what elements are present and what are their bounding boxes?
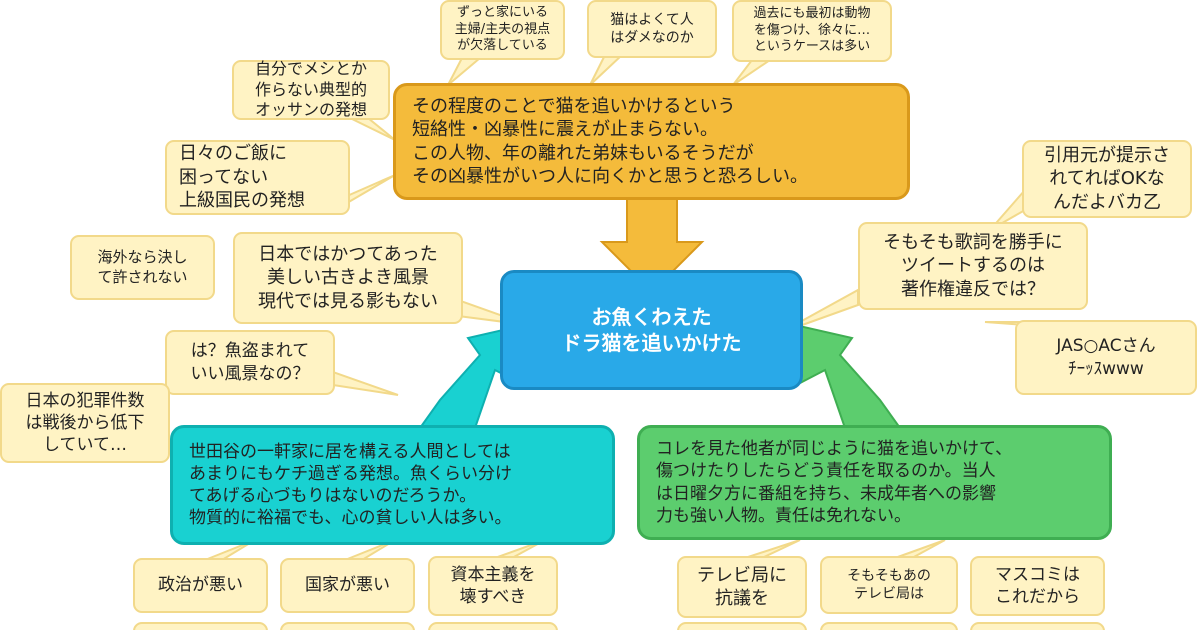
bubble-copyright: そもそも歌詞を勝手に ツイートするのは 著作権違反では？	[858, 222, 1088, 310]
bubble-overseas: 海外なら決し て許されない	[70, 235, 215, 300]
tail-b8	[332, 370, 399, 396]
bubble-citation-ok: 引用元が提示さ れてればOKな んだよバカ乙	[1022, 140, 1192, 218]
green-criticism-box: コレを見た他者が同じように猫を追いかけて、 傷つけたりしたらどう責任を取るのか。…	[637, 425, 1112, 540]
arrow-green-to-center	[793, 323, 902, 429]
bubble-nation-bad: 国家が悪い	[280, 558, 415, 613]
bubble-animal-cases: 過去にも最初は動物 を傷つけ、徐々に… というケースは多い	[732, 0, 892, 62]
bubble-politics-bad: 政治が悪い	[133, 558, 268, 613]
bubble-old-scenery: 日本ではかつてあった 美しい古きよき風景 現代では見る影もない	[233, 232, 463, 324]
tail-b3	[732, 59, 774, 86]
arrow-orange-to-center	[599, 194, 705, 294]
bubble-capitalism: 資本主義を 壊すべき	[428, 556, 558, 616]
bubble-cat-vs-human: 猫はよくて人 はダメなのか	[587, 0, 717, 58]
bubble-fish-stolen: は？魚盗まれて いい風景なの？	[165, 330, 335, 395]
cyan-criticism-box: 世田谷の一軒家に居を構える人間としては あまりにもケチ過ぎる発想。魚くらい分け …	[170, 425, 615, 545]
center-node: お魚くわえた ドラ猫を追いかけた	[500, 270, 803, 390]
bubble-housewife-perspective: ずっと家にいる 主婦/主夫の視点 が欠落している	[440, 0, 565, 60]
bubble-old-man-idea: 自分でメシとか 作らない典型的 オッサンの発想	[232, 59, 390, 120]
bubble-crime-stats: 日本の犯罪件数 は戦後から低下 していて…	[0, 383, 170, 463]
bubble-that-tv-station: そもそもあの テレビ局は	[820, 556, 958, 614]
bubble-cutoff	[133, 622, 268, 630]
bubble-cutoff	[820, 622, 958, 630]
bubble-cutoff	[428, 622, 558, 630]
bubble-upper-class-idea: 日々のご飯に 困ってない 上級国民の発想	[165, 140, 350, 215]
tail-b1	[447, 57, 483, 86]
bubble-cutoff	[677, 622, 807, 630]
tail-b4	[349, 117, 396, 141]
bubble-protest-tv: テレビ局に 抗議を	[677, 556, 807, 618]
bubble-jasrac: JAS○ACさん ﾁｰｯｽwww	[1015, 320, 1197, 395]
bubble-cutoff	[280, 622, 415, 630]
bubble-mass-media: マスコミは これだから	[970, 556, 1105, 616]
bubble-cutoff	[970, 622, 1105, 630]
orange-criticism-box: その程度のことで猫を追いかけるという 短絡性・凶暴性に震えが止まらない。 この人…	[393, 83, 910, 200]
tail-b2	[589, 54, 625, 86]
